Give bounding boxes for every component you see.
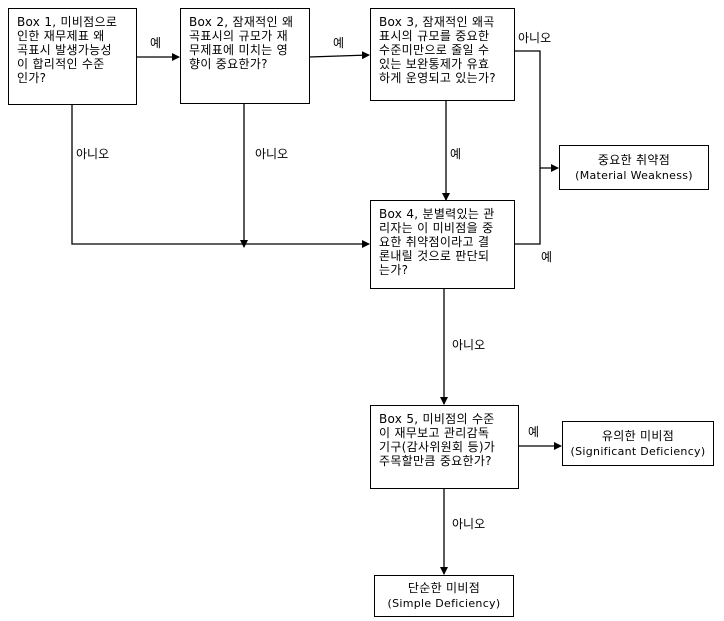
- label-box2-yes: 예: [333, 36, 345, 50]
- box-4-prudent-official: Box 4, 분별력있는 관 리자는 이 미비점을 중 요한 취약점이라고 결 …: [370, 200, 515, 289]
- label-box1-yes: 예: [150, 36, 162, 50]
- edge-box1-box4: [71, 105, 370, 248]
- outcome-simple-deficiency: 단순한 미비점 (Simple Deficiency): [374, 575, 514, 617]
- box-1-likelihood: Box 1, 미비점으로 인한 재무제표 왜 곡표시 발생가능성 이 합리적인 …: [8, 8, 137, 105]
- label-box4-no: 아니오: [452, 338, 486, 352]
- outcome-material-weakness: 중요한 취약점 (Material Weakness): [559, 145, 709, 190]
- label-box4-yes: 예: [541, 250, 553, 264]
- outcome-material-weakness-en: (Material Weakness): [575, 168, 693, 182]
- label-box1-no: 아니오: [76, 147, 110, 161]
- label-box3-no: 아니오: [518, 31, 552, 45]
- label-box2-no: 아니오: [255, 147, 289, 161]
- label-box3-yes: 예: [450, 147, 462, 161]
- label-box5-yes: 예: [528, 425, 540, 439]
- outcome-material-weakness-ko: 중요한 취약점: [597, 152, 671, 167]
- edge-box2-box3: [308, 51, 370, 60]
- box-5-governance-importance: Box 5, 미비점의 수준 이 재무보고 관리감독 기구(감사위원회 등)가 …: [370, 405, 519, 489]
- edge-box4-material-weakness: [514, 168, 541, 245]
- outcome-simple-deficiency-ko: 단순한 미비점: [407, 581, 481, 595]
- edge-box3-material-weakness: [514, 50, 559, 172]
- outcome-significant-deficiency: 유의한 미비점 (Significant Deficiency): [562, 421, 714, 466]
- box-2-magnitude: Box 2, 잠재적인 왜 곡표시의 규모가 재 무제표에 미치는 영 향이 중…: [180, 8, 310, 104]
- outcome-simple-deficiency-en: (Simple Deficiency): [387, 597, 501, 610]
- outcome-significant-deficiency-en: (Significant Deficiency): [570, 444, 706, 458]
- outcome-significant-deficiency-ko: 유의한 미비점: [601, 428, 675, 443]
- box-3-compensating-controls: Box 3, 잠재적인 왜곡 표시의 규모를 중요한 수준미만으로 줄일 수 있…: [370, 8, 515, 101]
- label-box5-no: 아니오: [452, 517, 486, 531]
